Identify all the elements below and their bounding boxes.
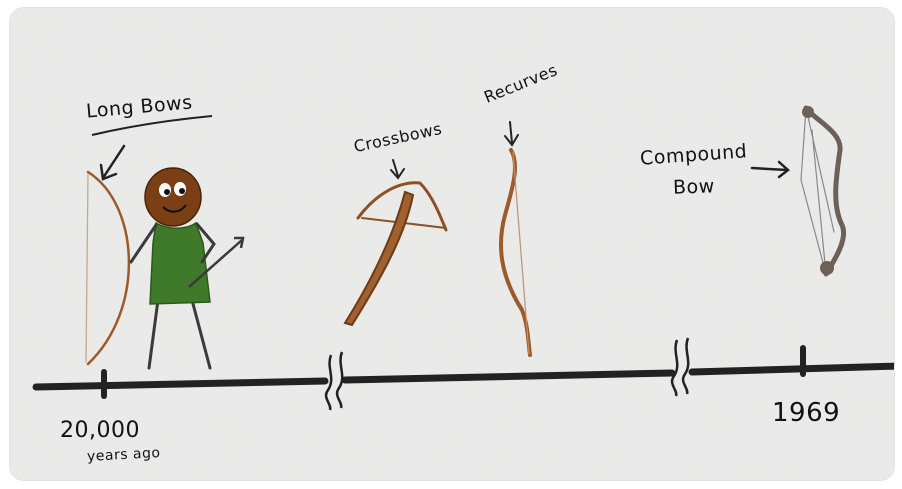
compound-arrow-icon: [752, 162, 788, 177]
compound-bow-icon: [801, 106, 844, 275]
label-start-value: 20,000: [60, 418, 140, 443]
label-bow: Bow: [673, 175, 715, 198]
recurve-icon: [501, 150, 530, 355]
recurves-arrow-icon: [505, 122, 518, 145]
timeline-line: [36, 366, 894, 387]
timeline-break-2: [672, 338, 688, 396]
archer-tunic: [150, 223, 210, 304]
label-end-year: 1969: [772, 398, 840, 428]
archer-head: [145, 168, 201, 226]
timeline-scene: [10, 8, 894, 480]
illustration-card: [10, 8, 894, 480]
longbow-icon: [86, 172, 129, 364]
archer-figure: [131, 168, 243, 368]
crossbow-icon: [345, 183, 446, 325]
crossbows-arrow-icon: [391, 160, 404, 178]
longbows-arrow-icon: [101, 146, 124, 179]
